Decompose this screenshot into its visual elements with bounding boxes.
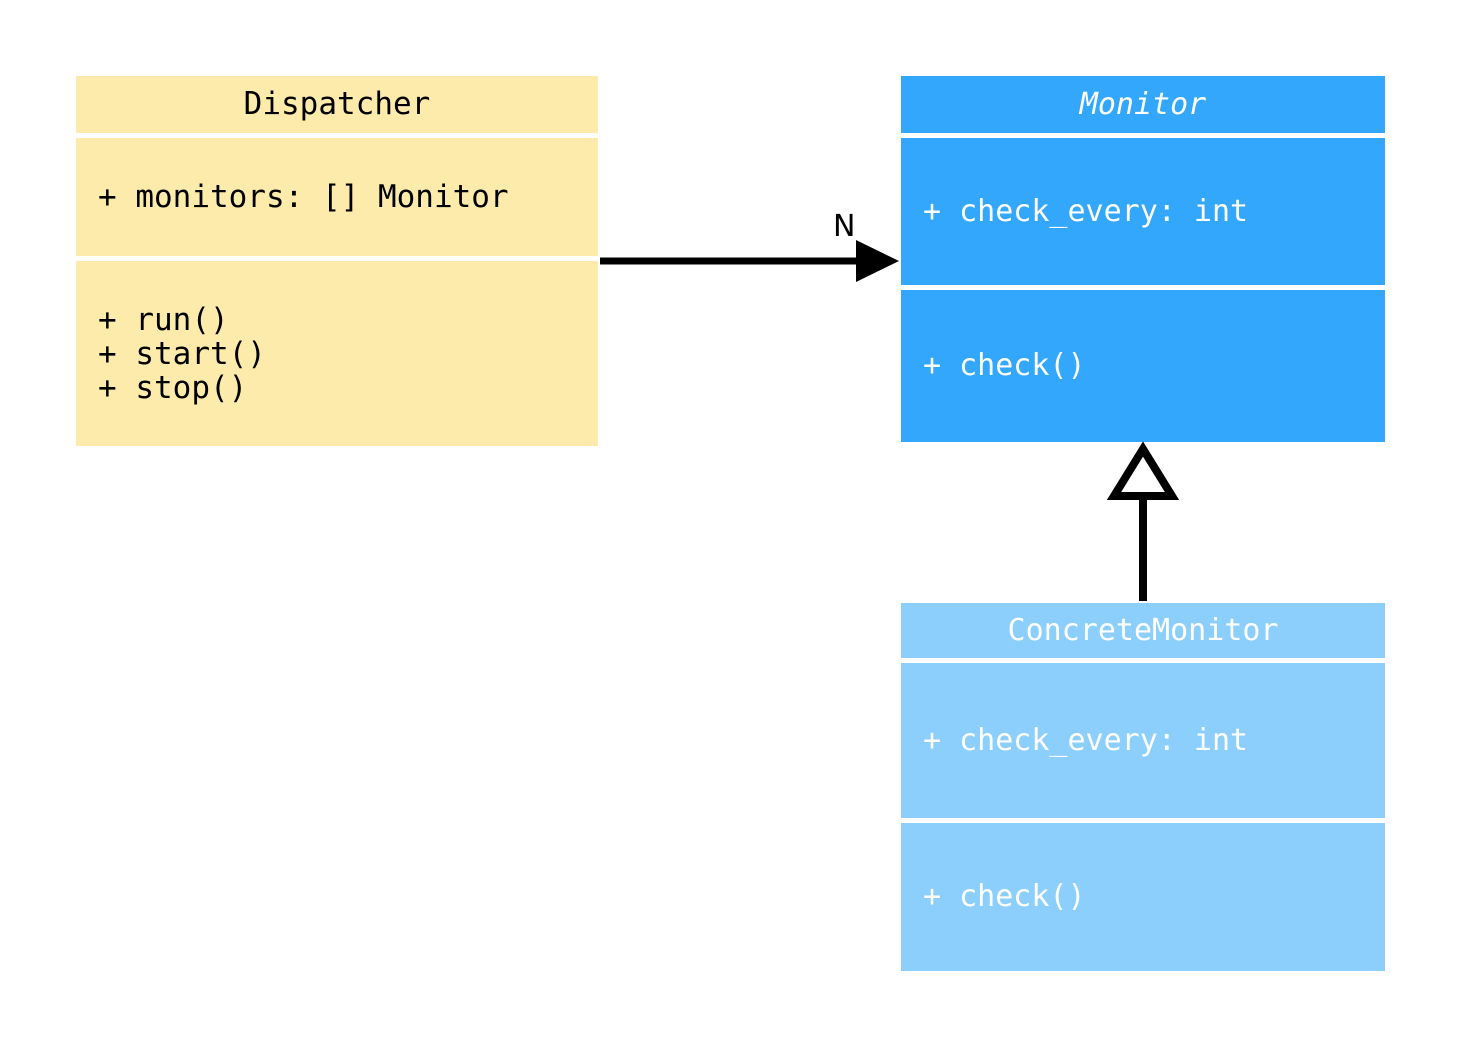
class-attributes-monitor: + check_every: int	[901, 138, 1385, 285]
operation-item: + stop()	[98, 369, 248, 406]
class-name-dispatcher: Dispatcher	[243, 86, 431, 122]
class-operations-concretemonitor: + check()	[901, 823, 1385, 971]
class-name-monitor: Monitor	[1079, 86, 1207, 122]
filled-arrowhead-icon	[856, 240, 899, 282]
operation-list: + run() + start() + stop()	[76, 303, 598, 405]
class-box-dispatcher[interactable]: Dispatcher + monitors: [] Monitor + run(…	[76, 76, 598, 446]
class-box-concretemonitor[interactable]: ConcreteMonitor + check_every: int + che…	[901, 603, 1385, 971]
attribute-list: + monitors: [] Monitor	[76, 180, 598, 214]
class-attributes-dispatcher: + monitors: [] Monitor	[76, 138, 598, 256]
generalization-concretemonitor-monitor	[1106, 441, 1180, 601]
operation-item: + check()	[923, 348, 1086, 383]
operation-list: + check()	[901, 880, 1385, 914]
class-operations-dispatcher: + run() + start() + stop()	[76, 261, 598, 446]
attribute-item: + check_every: int	[923, 193, 1249, 229]
class-header-dispatcher: Dispatcher	[76, 76, 598, 133]
attribute-item: + check_every: int	[923, 722, 1249, 758]
class-header-monitor: Monitor	[901, 76, 1385, 133]
operation-item: + start()	[98, 335, 266, 372]
class-box-monitor[interactable]: Monitor + check_every: int + check()	[901, 76, 1385, 442]
operation-list: + check()	[901, 349, 1385, 383]
class-attributes-concretemonitor: + check_every: int	[901, 663, 1385, 818]
attribute-list: + check_every: int	[901, 193, 1385, 229]
class-header-concretemonitor: ConcreteMonitor	[901, 603, 1385, 658]
attribute-item: + monitors: [] Monitor	[98, 179, 509, 215]
operation-item: + check()	[923, 879, 1086, 914]
attribute-list: + check_every: int	[901, 722, 1385, 758]
association-multiplicity-label: N	[833, 209, 856, 244]
class-operations-monitor: + check()	[901, 290, 1385, 442]
operation-item: + run()	[98, 301, 229, 338]
association-dispatcher-monitor	[600, 240, 899, 282]
class-name-concretemonitor: ConcreteMonitor	[1007, 612, 1279, 648]
hollow-triangle-arrowhead-icon	[1106, 441, 1180, 500]
